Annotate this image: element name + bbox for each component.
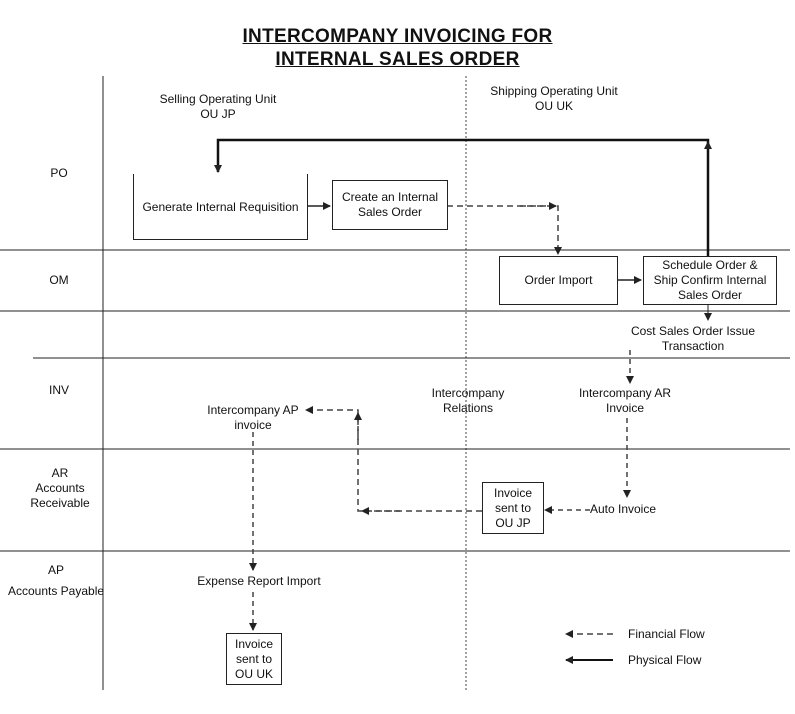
order-import-node: Order Import [499,256,618,305]
ic-ap-label-2: invoice [234,418,272,432]
legend-financial-label: Financial Flow [628,627,705,641]
inv-sent-uk-label-2: sent to [235,651,273,666]
shipping-unit-code: OU UK [534,99,573,113]
inv-sent-uk-label-3: OU UK [234,666,273,681]
generate-requisition-label: Generate Internal Requisition [142,199,299,214]
shipping-unit-header: Shipping Operating Unit OU UK [470,84,638,114]
invoice-sent-uk-node: Invoice sent to OU UK [226,633,282,685]
diagram-title-line1: INTERCOMPANY INVOICING FOR [242,26,553,47]
cost-transaction-node: Cost Sales Order Issue Transaction [620,324,766,354]
schedule-label-2: Ship Confirm Internal [653,273,767,287]
lane-label-inv: INV [48,383,69,397]
ic-ap-label-1: Intercompany AP [207,403,299,417]
cost-label-1: Cost Sales Order Issue [630,324,756,338]
invsent-to-icap-arrow [305,406,482,512]
physical-flow-return-line [214,138,710,258]
lane-ar-name-2: Receivable [30,496,90,510]
invoice-sent-jp-node: Invoice sent to OU JP [482,482,544,534]
ic-ar-label-2: Invoice [605,401,645,415]
lane-ar-abbrev: AR [51,466,69,480]
schedule-label-3: Sales Order [677,288,743,302]
diagram-title-line2: INTERNAL SALES ORDER [275,49,520,70]
lane-label-ap: AP Accounts Payable [4,563,108,599]
cost-label-2: Transaction [661,339,725,353]
ic-relations-node: Intercompany Relations [420,386,516,416]
lane-label-om: OM [49,273,69,287]
ic-ar-label-1: Intercompany AR [578,386,672,400]
legend-physical-label: Physical Flow [628,653,702,667]
lane-label-ar: AR Accounts Receivable [18,466,102,511]
inv-sent-jp-label-1: Invoice [493,485,533,500]
auto-invoice-node: Auto Invoice [589,502,657,516]
ic-ap-invoice-node: Intercompany AP invoice [198,403,308,433]
order-import-label: Order Import [524,273,593,287]
shipping-unit-name: Shipping Operating Unit [490,84,618,98]
ic-relations-label-1: Intercompany [431,386,505,400]
lane-label-po: PO [50,166,68,180]
schedule-ship-node: Schedule Order & Ship Confirm Internal S… [643,256,777,305]
generate-requisition-node: Generate Internal Requisition [133,174,308,240]
ic-relations-label-2: Relations [442,401,494,415]
selling-unit-name: Selling Operating Unit [159,92,277,106]
create-so-label-1: Create an Internal [341,190,439,204]
create-sales-order-node: Create an Internal Sales Order [332,180,448,230]
inv-sent-jp-label-2: sent to [494,500,532,515]
ic-ar-invoice-node: Intercompany AR Invoice [570,386,680,416]
so-to-import-arrow [447,205,562,255]
selling-unit-code: OU JP [200,107,236,121]
inv-sent-uk-label-1: Invoice [234,636,274,651]
lane-ap-abbrev: AP [47,563,64,577]
inv-sent-jp-label-3: OU JP [495,515,531,530]
lane-ap-name: Accounts Payable [7,584,105,598]
lane-ar-name-1: Accounts [35,481,85,495]
expense-report-import-node: Expense Report Import [197,574,321,588]
selling-unit-header: Selling Operating Unit OU JP [138,92,298,122]
create-so-label-2: Sales Order [357,205,423,219]
schedule-label-1: Schedule Order & [662,258,758,272]
